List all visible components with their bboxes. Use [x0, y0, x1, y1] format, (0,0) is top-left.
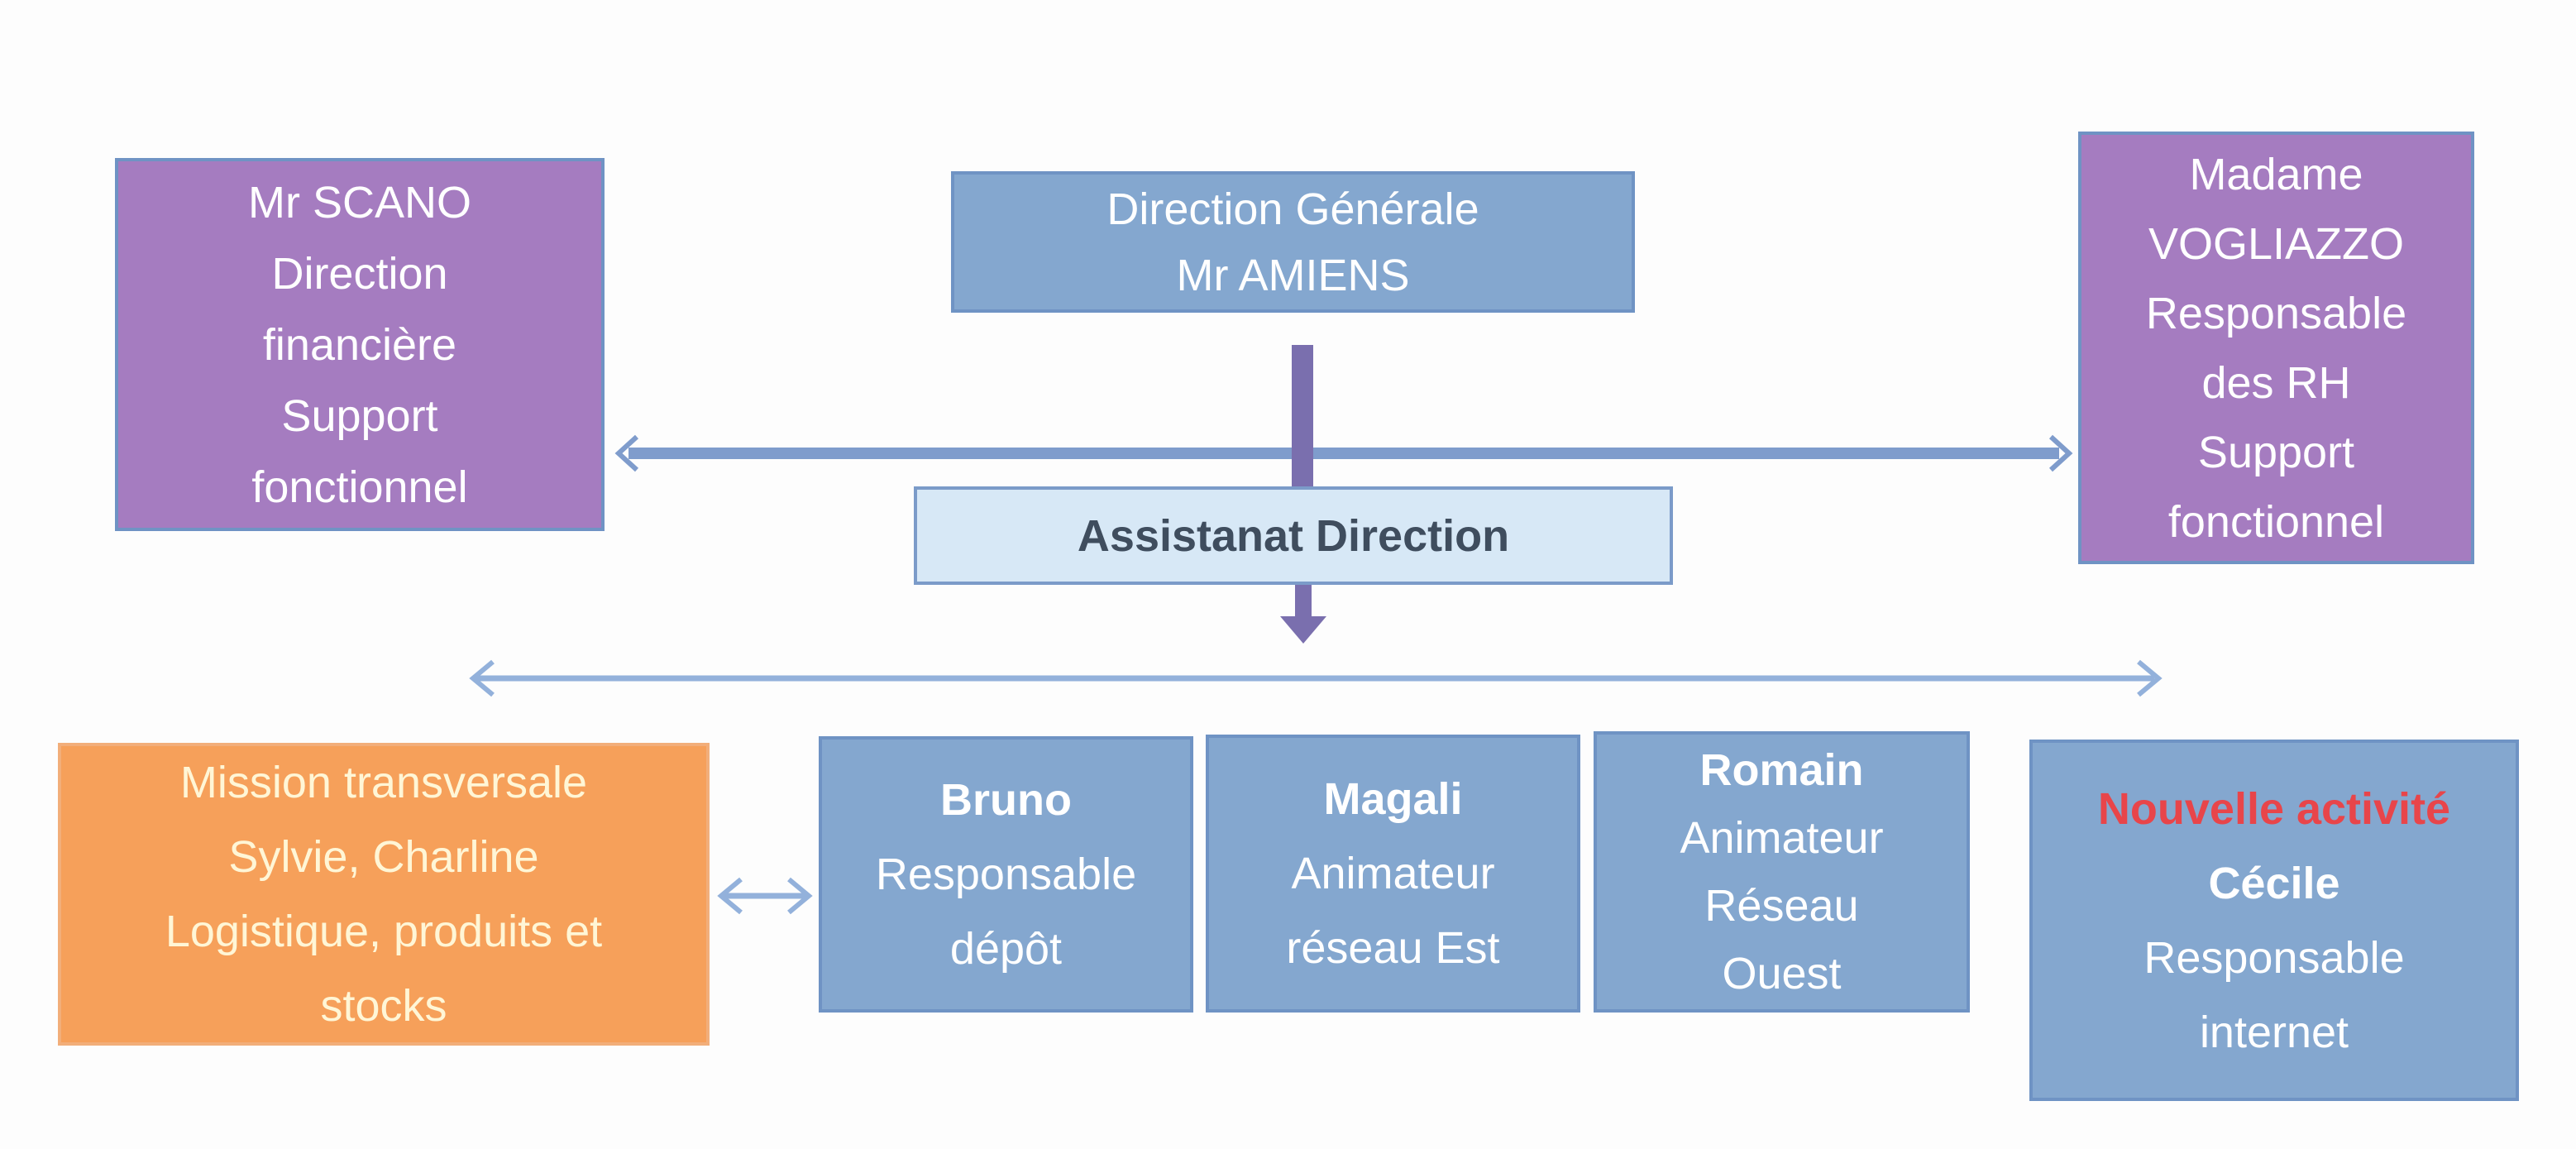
scano-line: fonctionnel — [251, 462, 468, 512]
down-arrow — [1280, 585, 1326, 644]
mission-line: Mission transversale — [179, 758, 588, 807]
romain-line: Ouest — [1722, 949, 1842, 998]
new-activity-tag: Nouvelle activité — [2097, 783, 2451, 834]
top-horizontal-arrow — [614, 434, 2073, 472]
vogliazzo-line: fonctionnel — [2167, 496, 2385, 547]
vogliazzo-line: Madame — [2189, 149, 2363, 199]
vogliazzo-line: des RH — [2201, 357, 2351, 408]
vogliazzo-box: Madame VOGLIAZZO Responsable des RH Supp… — [2078, 132, 2474, 564]
mission-line: Logistique, produits et — [165, 907, 603, 956]
romain-box: Romain Animateur Réseau Ouest — [1594, 731, 1970, 1013]
mission-box: Mission transversale Sylvie, Charline Lo… — [58, 743, 710, 1046]
scano-line: Direction — [271, 248, 448, 299]
direction-generale-box: Direction Générale Mr AMIENS — [951, 171, 1635, 313]
romain-line: Animateur — [1680, 813, 1884, 863]
dg-title: Direction Générale — [1106, 184, 1479, 234]
scano-line: Mr SCANO — [248, 177, 471, 227]
vogliazzo-line: Responsable — [2145, 288, 2407, 338]
mission-line: stocks — [320, 981, 447, 1031]
cecile-line: internet — [2199, 1007, 2349, 1057]
vogliazzo-line: Support — [2197, 427, 2355, 477]
magali-box: Magali Animateur réseau Est — [1206, 735, 1580, 1013]
bruno-line: Responsable — [875, 850, 1137, 899]
double-arrow — [717, 877, 813, 915]
magali-name: Magali — [1323, 774, 1463, 824]
bottom-horizontal-arrow — [469, 659, 2163, 697]
magali-line: réseau Est — [1286, 923, 1500, 973]
bruno-line: dépôt — [949, 924, 1063, 974]
scano-line: financière — [262, 319, 457, 370]
vertical-connector — [1292, 345, 1313, 490]
cecile-name: Cécile — [2208, 858, 2340, 908]
scano-box: Mr SCANO Direction financière Support fo… — [115, 158, 605, 531]
bruno-box: Bruno Responsable dépôt — [819, 736, 1193, 1013]
romain-line: Réseau — [1704, 881, 1859, 931]
assistanat-label: Assistanat Direction — [1077, 510, 1510, 561]
bruno-name: Bruno — [940, 775, 1072, 825]
vogliazzo-line: VOGLIAZZO — [2148, 218, 2405, 269]
magali-line: Animateur — [1291, 849, 1495, 898]
mission-line: Sylvie, Charline — [228, 832, 539, 882]
dg-name: Mr AMIENS — [1176, 250, 1410, 300]
cecile-box: Nouvelle activité Cécile Responsable int… — [2029, 740, 2519, 1101]
romain-name: Romain — [1699, 745, 1864, 795]
assistanat-box: Assistanat Direction — [914, 486, 1673, 585]
scano-line: Support — [281, 390, 438, 441]
cecile-line: Responsable — [2143, 932, 2405, 983]
